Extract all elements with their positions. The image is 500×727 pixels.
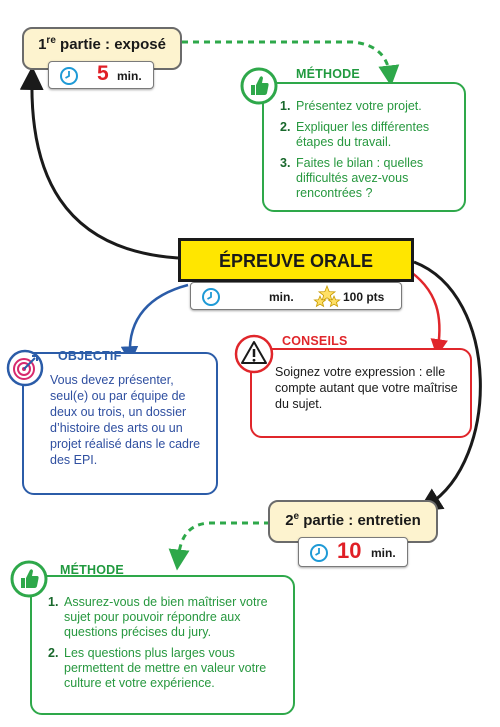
part2-minutes: 10 [337,538,362,563]
part2-title: 2e partie : entretien [285,511,421,529]
arrow-to-part2 [413,260,482,512]
central-title: ÉPREUVE ORALE [218,251,374,271]
central-title-box: ÉPREUVE ORALE [178,238,414,282]
arrow-to-conseils [404,266,448,357]
part1-unit: min. [117,69,142,83]
arrow-to-part1 [19,66,179,260]
central-points: 100 pts [343,290,385,304]
method2-item-number: 1. [48,595,59,609]
part2-unit: min. [371,546,396,560]
stars-icon [313,285,341,308]
part1-minutes: 5 [97,62,109,85]
objectif-label: OBJECTIF [58,349,122,363]
clock-icon [202,288,220,306]
thumbs-up-icon [10,560,48,598]
arrow-to-objectif [120,283,189,364]
method2-label: MÉTHODE [60,563,124,577]
method2-list: 1. Assurez-vous de bien maîtriser votre s… [48,595,288,697]
method1-item-text: Faites le bilan : quelles difficultés av… [296,156,424,200]
part1-title: 1re partie : exposé [38,35,166,53]
method1-box [262,82,466,212]
method2-item: 2. Les questions plus larges vous permett… [48,646,288,691]
thumbs-up-icon [240,67,278,105]
conseils-label: CONSEILS [282,334,348,348]
conseils-text: Soignez votre expression : elle compte a… [275,365,458,411]
part2-timer: 10 min. [298,537,408,567]
central-unit: min. [269,290,294,304]
part1-timer: 5 min. [48,61,154,89]
method1-item: 3. Faites le bilan : quelles difficultés … [280,156,460,201]
method1-item-text: Présentez votre projet. [296,99,422,113]
arrow-to-method2 [168,521,270,571]
method2-item: 1. Assurez-vous de bien maîtriser votre s… [48,595,288,640]
objectif-box [22,352,218,495]
method2-item-text: Les questions plus larges vous permetten… [64,646,267,690]
method1-item-text: Expliquer les différentes étapes du trav… [296,120,430,149]
method1-list: 1. Présentez votre projet. 2. Expliquer les… [280,99,460,207]
warning-icon [234,334,274,374]
target-icon [6,349,44,387]
method1-item-number: 3. [280,156,291,170]
central-timer: min. 100 pts [190,282,402,310]
clock-icon [310,544,328,562]
objectif-text: Vous devez présenter, seul(e) ou par équ… [50,373,201,467]
method1-item: 2. Expliquer les différentes étapes du tr… [280,120,460,150]
method2-box [30,575,295,715]
arrow-to-method1 [182,40,400,87]
part2-box: 2e partie : entretien [268,500,438,543]
method1-item: 1. Présentez votre projet. [280,99,460,114]
method1-item-number: 1. [280,99,291,113]
conseils-box [250,348,472,438]
method2-item-number: 2. [48,646,59,660]
clock-icon [60,67,78,85]
method1-item-number: 2. [280,120,291,134]
method2-item-text: Assurez-vous de bien maîtriser votre suj… [64,595,268,639]
method1-label: MÉTHODE [296,67,360,81]
